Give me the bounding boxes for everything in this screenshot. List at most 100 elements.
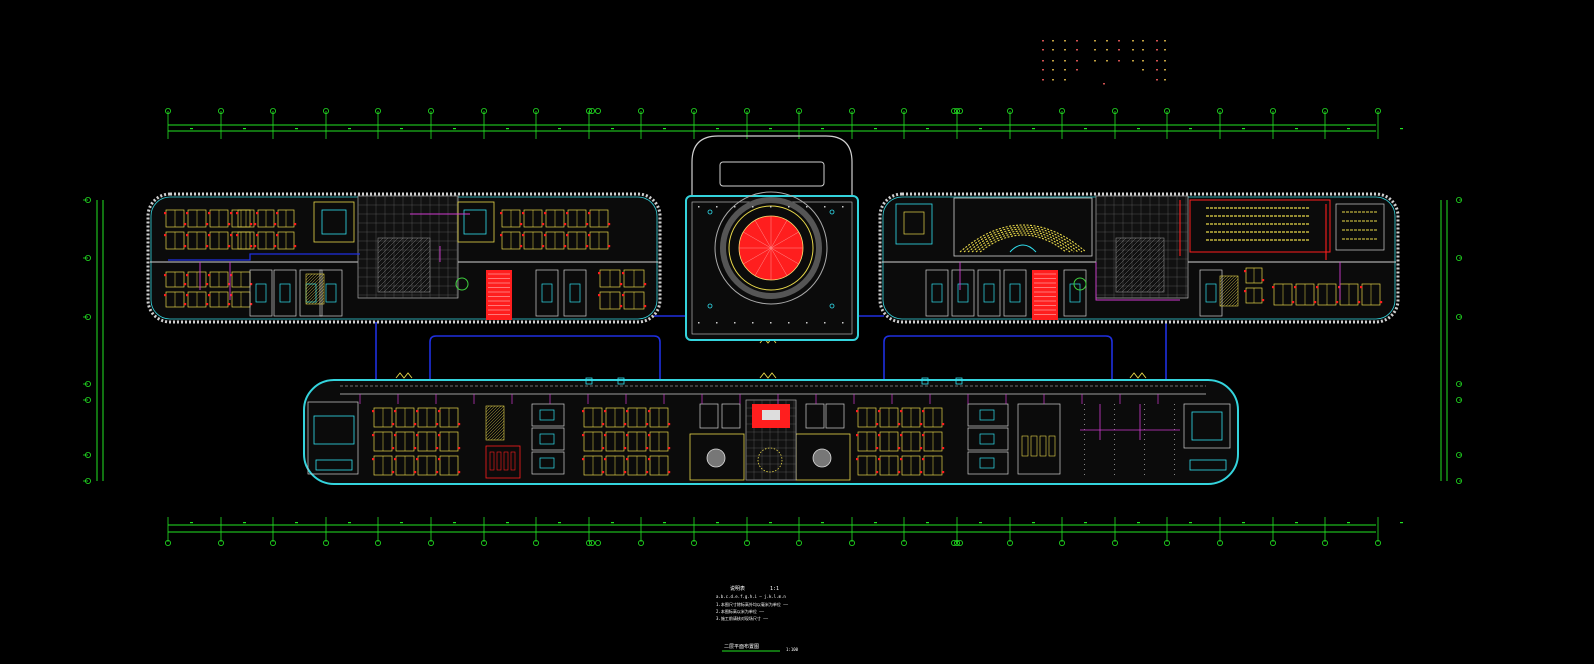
seat	[500, 212, 503, 215]
grid-bubble-icon	[951, 540, 958, 547]
entry-door-icon	[759, 372, 777, 379]
hatch-line	[1116, 244, 1165, 293]
room-fixture	[983, 283, 995, 303]
restroom-stall	[489, 451, 495, 471]
dimension-tick-label	[1295, 128, 1298, 130]
hatch-line	[305, 273, 313, 281]
hatch-line	[378, 240, 431, 293]
small-classroom	[1335, 203, 1385, 251]
hatch-line	[377, 237, 424, 284]
dimension-tick-label	[769, 128, 772, 130]
floor-dot	[1084, 414, 1085, 415]
auditorium-seat-row	[959, 224, 1087, 253]
floor-dot	[1114, 459, 1115, 460]
note-mark	[1164, 60, 1166, 62]
seat	[920, 471, 923, 474]
grid-bubble-icon	[1322, 108, 1329, 115]
floor-dot	[1084, 454, 1085, 455]
floor-dot	[1144, 424, 1145, 425]
hatch-line	[1219, 278, 1239, 298]
note-mark	[1094, 49, 1096, 51]
seat	[876, 447, 879, 450]
seat	[668, 447, 671, 450]
note-mark	[1106, 40, 1108, 42]
floor-mark	[734, 322, 736, 324]
seat	[604, 410, 607, 413]
grid-bubble-icon	[586, 540, 593, 547]
seat	[186, 294, 189, 297]
seat	[414, 447, 417, 450]
grid-bubble-icon	[85, 196, 92, 203]
hatch-line	[1121, 249, 1165, 293]
seat	[566, 212, 569, 215]
seat	[604, 434, 607, 437]
seat	[208, 212, 211, 215]
floor-dot	[1084, 474, 1085, 475]
restroom-stall	[1030, 435, 1038, 457]
left-office-wing	[146, 192, 662, 324]
floor-mark	[824, 322, 826, 324]
seat	[900, 458, 903, 461]
note-mark	[1052, 69, 1054, 71]
grid-bubble-icon	[796, 540, 803, 547]
dimension-tick-label	[821, 522, 824, 524]
grid-bubble-icon	[957, 540, 964, 547]
floor-dot	[1174, 449, 1175, 450]
floor-dot	[1174, 419, 1175, 420]
room-fixture	[1009, 283, 1021, 303]
floor-mark	[752, 322, 754, 324]
auditorium	[953, 197, 1093, 257]
hatch-line	[1219, 281, 1239, 301]
note-mark	[1064, 49, 1066, 51]
lounge-area	[689, 433, 745, 481]
seat	[236, 234, 239, 237]
section-mark-icon	[585, 377, 593, 385]
seat	[1244, 290, 1247, 293]
floor-dot	[1084, 439, 1085, 440]
floor-dot	[1114, 409, 1115, 410]
seat	[586, 223, 589, 226]
grid-bubble-icon	[1270, 108, 1277, 115]
floor-mark	[770, 206, 772, 208]
dimension-tick-label	[979, 128, 982, 130]
seat	[228, 223, 231, 226]
notes-block	[1042, 40, 1166, 85]
seat	[598, 294, 601, 297]
small-room	[273, 269, 297, 317]
restroom-stall	[503, 451, 509, 471]
floor-dot	[1114, 464, 1115, 465]
restroom-stall	[1048, 435, 1056, 457]
dome-rib	[754, 247, 772, 276]
seat	[522, 234, 525, 237]
seat	[206, 223, 209, 226]
note-mark	[1156, 49, 1158, 51]
dimension-tick-label	[716, 522, 719, 524]
floor-dot	[1174, 404, 1175, 405]
plant-icon	[1073, 277, 1087, 291]
seat	[1262, 279, 1265, 282]
hatch-line	[423, 285, 431, 293]
floor-dot	[1084, 469, 1085, 470]
section-mark-icon	[617, 377, 625, 385]
note-mark	[1156, 60, 1158, 62]
seat	[392, 471, 395, 474]
dimension-tick-label	[243, 128, 246, 130]
small-room	[299, 269, 323, 317]
end-room	[307, 401, 359, 475]
section-mark-icon	[921, 377, 929, 385]
hatch-line	[485, 405, 490, 410]
hatch-line	[305, 273, 319, 287]
seat	[1272, 286, 1275, 289]
floor-dot	[1174, 454, 1175, 455]
office-desk	[979, 409, 995, 421]
reception-counter	[1189, 459, 1227, 471]
sheet-title: 二层平面布置图	[724, 643, 759, 650]
grid-bubble-icon	[744, 108, 751, 115]
floor-mark	[698, 206, 700, 208]
hatch-line	[1234, 302, 1239, 307]
hatch-line	[317, 297, 325, 305]
dimension-tick-label	[1400, 522, 1403, 524]
hatch-line	[485, 417, 505, 437]
seat	[644, 305, 647, 308]
grid-bubble-icon	[85, 380, 92, 387]
